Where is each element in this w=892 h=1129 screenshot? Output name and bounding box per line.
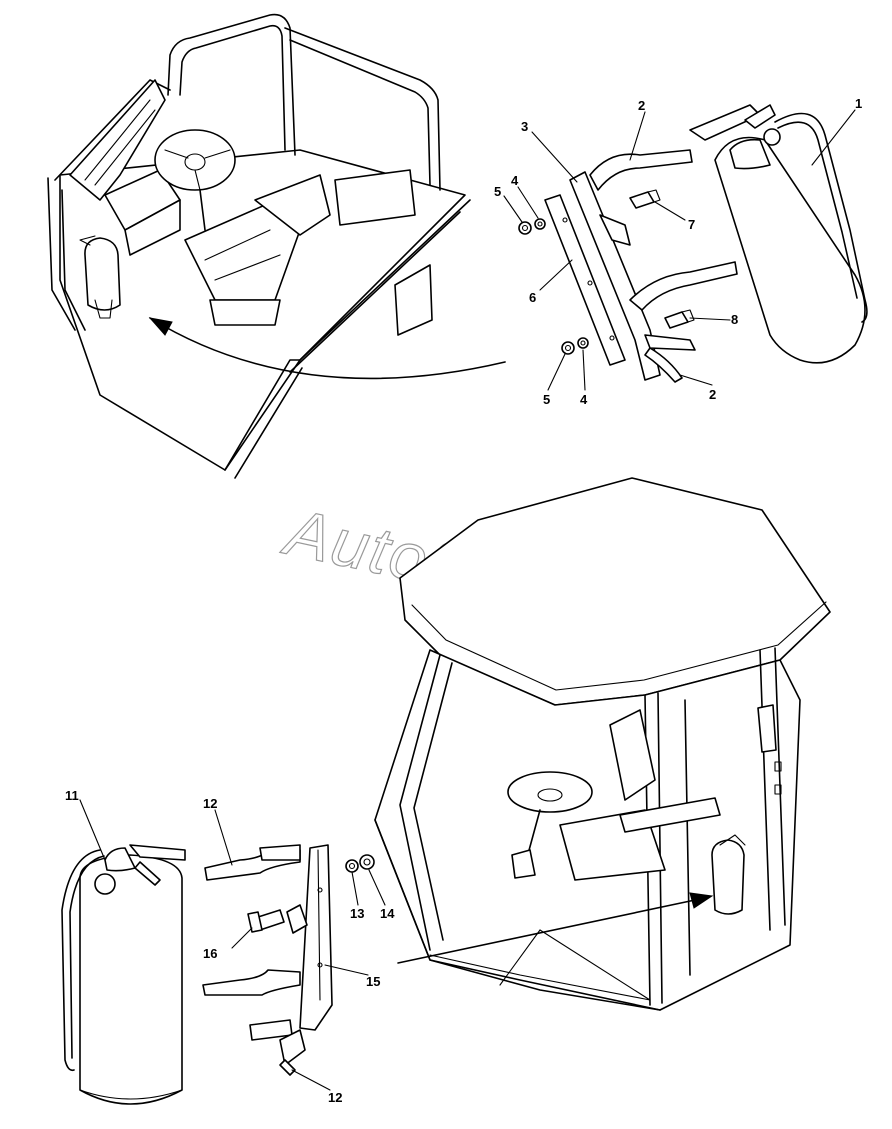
callout-labels: 1 2 3 4 5 6 7 8 5 4 2 11 12 13 14 15 16 …	[65, 96, 862, 1105]
callout-2-upper: 2	[638, 98, 645, 113]
callout-12-upper: 12	[203, 796, 217, 811]
callout-2-lower: 2	[709, 387, 716, 402]
open-cab-illustration	[47, 13, 471, 479]
callout-4-upper: 4	[511, 173, 519, 188]
arrowhead	[148, 317, 173, 336]
callout-13: 13	[350, 906, 364, 921]
callout-14: 14	[380, 906, 395, 921]
callout-6: 6	[529, 290, 536, 305]
straight-arrow	[397, 899, 696, 964]
callout-5-lower: 5	[543, 392, 550, 407]
callout-16: 16	[203, 946, 217, 961]
callout-3: 3	[521, 119, 528, 134]
callout-8: 8	[731, 312, 738, 327]
callout-5-upper: 5	[494, 184, 501, 199]
leader-lines	[79, 109, 856, 1091]
enclosed-cab-illustration	[374, 477, 831, 1011]
arrowhead	[689, 892, 714, 909]
callout-12-lower: 12	[328, 1090, 342, 1105]
callout-1: 1	[855, 96, 862, 111]
callout-15: 15	[366, 974, 380, 989]
extinguisher-bracket-view	[61, 844, 375, 1105]
callout-4-lower: 4	[580, 392, 588, 407]
bracket-exploded-view	[518, 104, 868, 383]
callout-11: 11	[65, 788, 79, 803]
curved-arrow	[149, 317, 506, 380]
callout-7: 7	[688, 217, 695, 232]
